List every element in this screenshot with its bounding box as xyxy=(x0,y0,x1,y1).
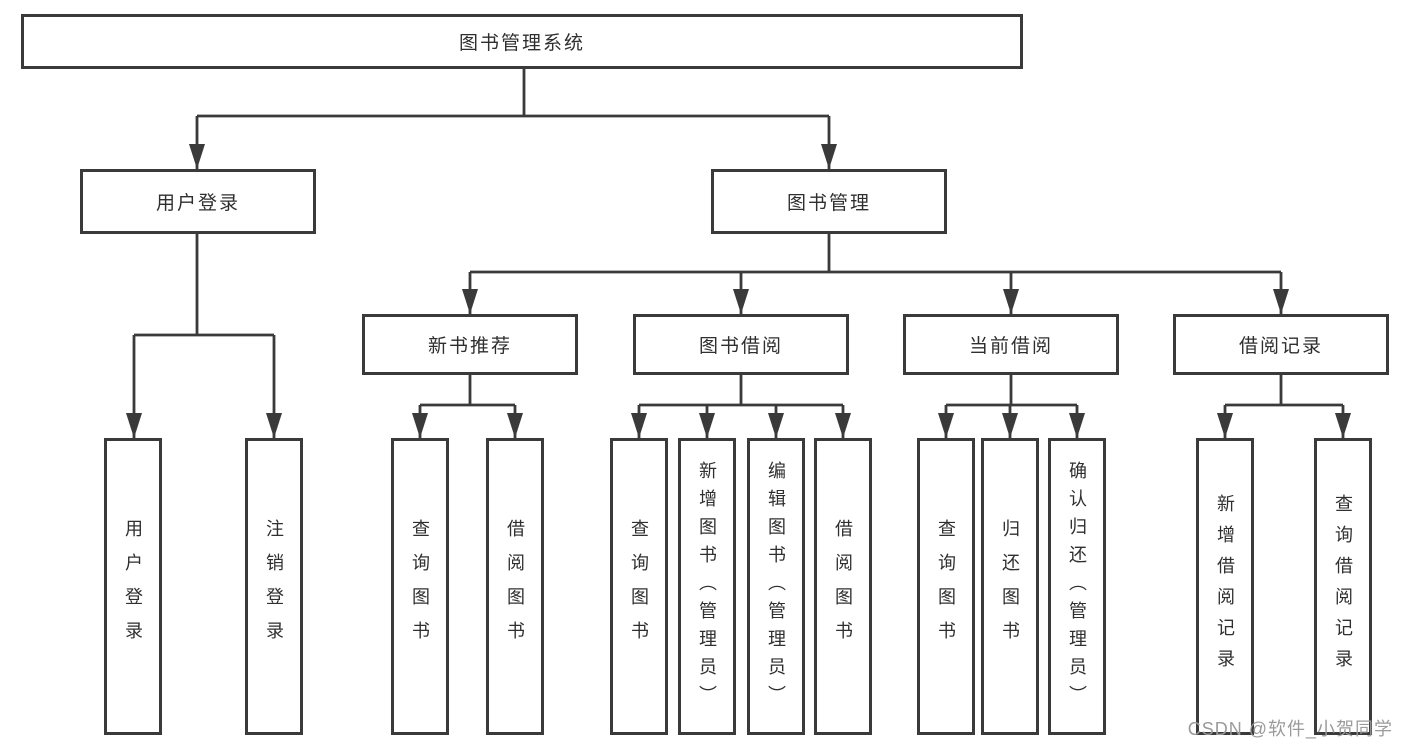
connector-book-borrow-trunk xyxy=(639,375,843,407)
node-borrow-records-label: 借阅记录 xyxy=(1238,336,1323,357)
leaf-borrow-borrow: 借阅图书 xyxy=(814,438,872,735)
leaf-current-return: 归还图书 xyxy=(981,438,1039,735)
leaf-record-add: 新增借阅记录 xyxy=(1196,438,1254,735)
watermark-text: CSDN @软件_小贺同学 xyxy=(1187,719,1393,739)
node-current-borrow-label: 当前借阅 xyxy=(968,336,1053,357)
node-root-label: 图书管理系统 xyxy=(458,33,585,54)
connector-new-book-trunk xyxy=(420,375,515,407)
node-new-book-recommend-label: 新书推荐 xyxy=(427,336,512,357)
leaf-new-book-borrow: 借阅图书 xyxy=(486,438,544,735)
leaf-borrow-edit-admin: 编辑图书（管理员） xyxy=(747,438,805,735)
node-borrow-records: 借阅记录 xyxy=(1173,314,1389,375)
node-user-login: 用户登录 xyxy=(80,169,316,234)
leaf-record-query: 查询借阅记录 xyxy=(1314,438,1372,735)
leaf-logout: 注销登录 xyxy=(245,438,303,735)
connector-current-borrow-trunk xyxy=(946,375,1077,407)
leaf-borrow-add-admin: 新增图书（管理员） xyxy=(678,438,736,735)
node-new-book-recommend: 新书推荐 xyxy=(362,314,578,375)
connector-book-mgmt-trunk xyxy=(470,234,1281,274)
connector-borrow-records-trunk xyxy=(1225,375,1343,407)
node-book-borrow: 图书借阅 xyxy=(633,314,849,375)
leaf-borrow-query: 查询图书 xyxy=(610,438,668,735)
node-user-login-label: 用户登录 xyxy=(155,193,240,214)
connector-user-login-trunk xyxy=(134,234,274,337)
leaf-current-confirm-admin: 确认归还（管理员） xyxy=(1048,438,1106,735)
leaf-current-query: 查询图书 xyxy=(917,438,975,735)
node-current-borrow: 当前借阅 xyxy=(903,314,1119,375)
node-book-management-label: 图书管理 xyxy=(786,193,871,214)
connector-root-trunk xyxy=(197,69,829,118)
leaf-new-book-query: 查询图书 xyxy=(391,438,449,735)
leaf-user-login: 用户登录 xyxy=(104,438,162,735)
node-book-borrow-label: 图书借阅 xyxy=(698,336,783,357)
node-root: 图书管理系统 xyxy=(21,14,1023,69)
node-book-management: 图书管理 xyxy=(711,169,947,234)
